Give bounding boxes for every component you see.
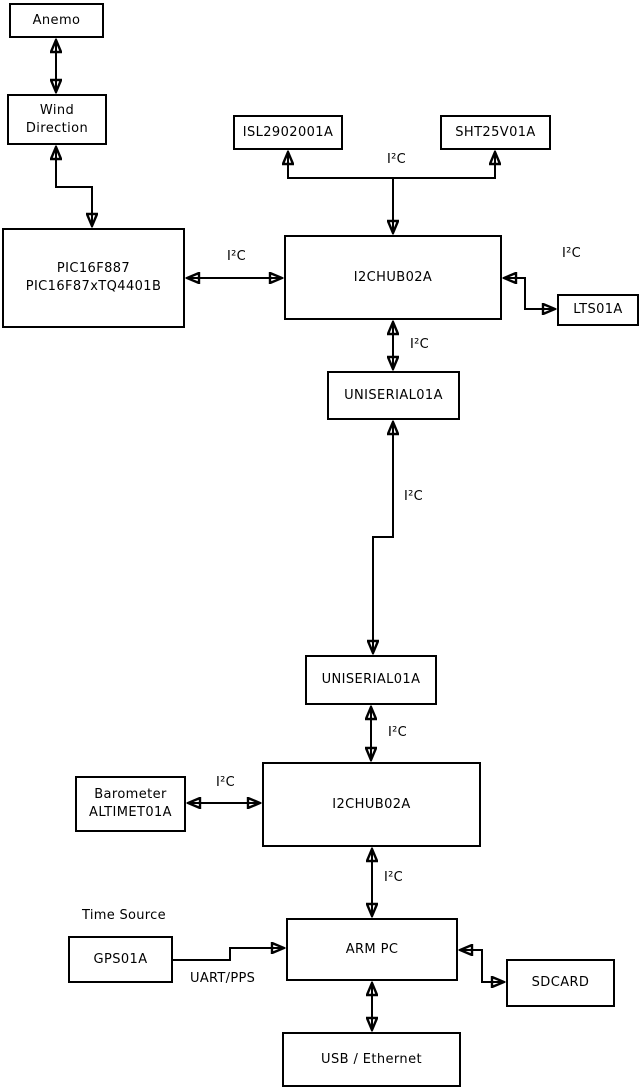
connector-hub1-lts [504, 278, 555, 309]
edge-label-i2c-hub2-armpc: I²C [384, 870, 404, 885]
box-lts01a: LTS01A [557, 294, 639, 326]
edge-label-i2c-lts: I²C [562, 246, 582, 261]
box-pic16f887: PIC16F887 PIC16F87xTQ4401B [2, 228, 185, 328]
box-sht25v01a: SHT25V01A [440, 115, 551, 150]
edge-label-i2c-barometer: I²C [216, 775, 236, 790]
box-i2chub02a-lower: I2CHUB02A [262, 762, 481, 847]
connector-gps-armpc [173, 948, 284, 961]
label-time-source: Time Source [82, 908, 166, 923]
connector-branch-isl [288, 152, 393, 179]
connector-armpc-sdcard [460, 950, 504, 982]
edge-label-i2c-uniserial-link: I²C [404, 489, 424, 504]
box-usb-ethernet: USB / Ethernet [282, 1032, 461, 1087]
box-wind-direction: Wind Direction [7, 94, 107, 145]
connector-uniserial1-uniserial2 [373, 422, 393, 653]
box-anemo: Anemo [9, 3, 104, 38]
box-uniserial01a-lower: UNISERIAL01A [305, 655, 437, 705]
box-arm-pc: ARM PC [286, 918, 458, 981]
box-barometer-altimet01a: Barometer ALTIMET01A [75, 776, 186, 832]
box-uniserial01a-upper: UNISERIAL01A [327, 371, 460, 420]
box-gps01a: GPS01A [68, 936, 173, 983]
edge-label-i2c-hub1-uniserial1: I²C [410, 337, 430, 352]
box-i2chub02a-upper: I2CHUB02A [284, 235, 502, 320]
box-sdcard: SDCARD [506, 959, 615, 1007]
edge-label-i2c-pic-hub1: I²C [227, 249, 247, 264]
box-isl2902001a: ISL2902001A [233, 115, 343, 150]
connector-branch-sht [393, 152, 495, 179]
connector-wind-pic [56, 147, 92, 226]
edge-label-i2c-uniserial2-hub2: I²C [388, 725, 408, 740]
edge-label-i2c-sensors: I²C [387, 152, 407, 167]
edge-label-uart-pps: UART/PPS [190, 971, 256, 986]
